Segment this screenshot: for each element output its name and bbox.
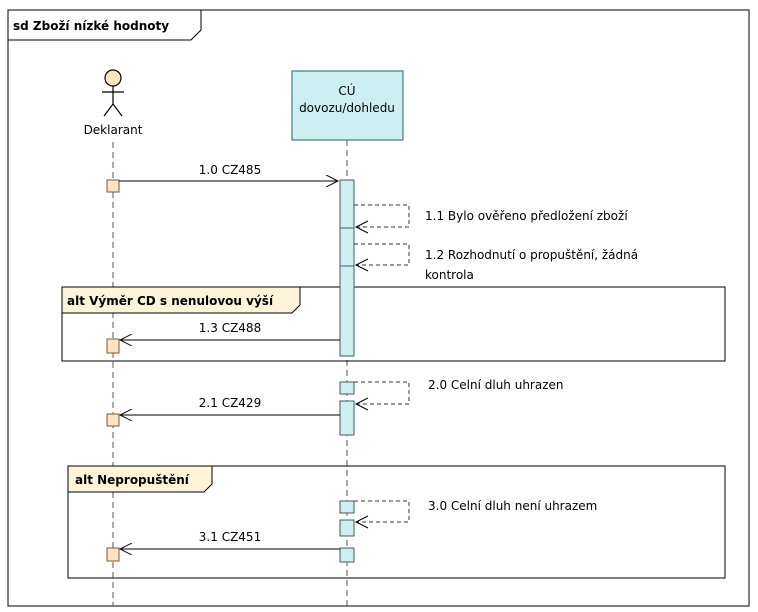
activation-actor-1 <box>106 179 120 193</box>
message-1-1-label: 1.1 Bylo ověřeno předložení zboží <box>425 209 628 223</box>
actor-label: Deklarant <box>84 123 143 137</box>
activation-cu-2a <box>339 381 355 395</box>
lifeline-label-line1: CÚ <box>338 83 355 98</box>
self-message-1-2 <box>354 243 410 266</box>
actor-head-icon <box>104 69 122 87</box>
alt-fragment-1 <box>61 286 726 362</box>
alt-fragment-1-label: alt Výměr CD s nenulovou výší <box>67 294 274 308</box>
activation-actor-4 <box>106 547 120 562</box>
message-1-3-label: 1.3 CZ488 <box>199 321 261 335</box>
alt-fragment-2-tab <box>67 465 213 493</box>
self-message-2-0 <box>354 381 410 405</box>
lifeline-head-cu <box>291 70 404 141</box>
message-1-2-label-line1: 1.2 Rozhodnutí o propuštění, žádná <box>425 248 638 262</box>
message-1-2-label-line2: kontrola <box>425 268 474 282</box>
activation-cu-3a <box>339 500 355 514</box>
self-message-1-1 <box>354 204 410 228</box>
lifeline-label-line2: dovozu/dohledu <box>299 101 395 115</box>
activation-actor-3 <box>106 413 120 427</box>
actor-deklarant <box>102 69 124 117</box>
message-3-1-label: 3.1 CZ451 <box>199 530 261 544</box>
self-message-3-0 <box>354 500 410 523</box>
diagram-title-tab <box>7 9 202 41</box>
alt-fragment-2-label: alt Nepropuštění <box>75 473 190 487</box>
activation-cu-3b <box>339 519 355 537</box>
diagram-title: sd Zboží nízké hodnoty <box>13 19 169 33</box>
activation-actor-2 <box>106 338 120 354</box>
alt-fragment-2 <box>67 465 726 579</box>
message-2-1-label: 2.1 CZ429 <box>199 396 261 410</box>
message-1-0-label: 1.0 CZ485 <box>199 163 261 177</box>
activation-cu-2b <box>339 400 355 436</box>
activation-cu-3c <box>339 547 355 563</box>
activation-cu-1 <box>339 179 355 357</box>
message-3-0-label: 3.0 Celní dluh není uhrazem <box>428 499 597 513</box>
alt-fragment-1-tab <box>61 286 301 314</box>
message-2-0-label: 2.0 Celní dluh uhrazen <box>428 378 564 392</box>
